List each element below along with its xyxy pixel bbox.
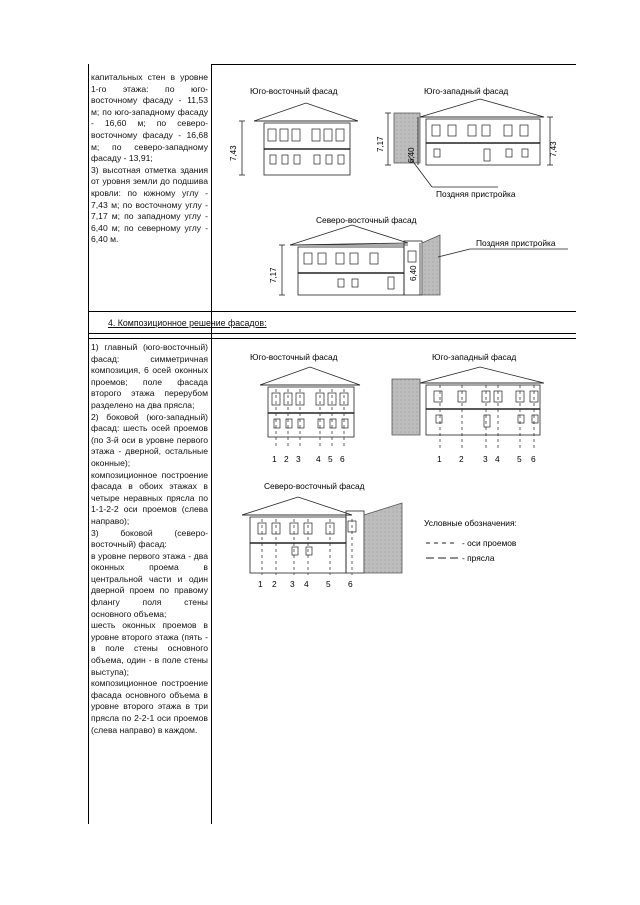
- annex-label-ne: Поздняя пристройка: [476, 238, 556, 248]
- table-left-border: [88, 64, 89, 824]
- axis-label: 2: [272, 579, 277, 589]
- facade-sw-title: Юго-западный фасад: [424, 86, 508, 96]
- composition-se-drawing: [259, 366, 361, 449]
- composition-ne-drawing: [241, 496, 403, 575]
- composition-sw-title: Юго-западный фасад: [432, 352, 516, 362]
- axis-label: 5: [326, 579, 331, 589]
- axis-label: 6: [531, 454, 536, 464]
- composition-sw-drawing: [391, 366, 545, 449]
- axis-label: 6: [348, 579, 353, 589]
- composition-ne-title: Северо-восточный фасад: [264, 481, 365, 491]
- legend-title: Условные обозначения:: [424, 518, 517, 528]
- annex-label-sw: Поздняя пристройка: [436, 189, 516, 199]
- facade-ne-drawing: [279, 224, 568, 296]
- height-north-ne: 6,40: [409, 265, 418, 281]
- axis-label: 3: [290, 579, 295, 589]
- facade-se-drawing: [239, 102, 359, 176]
- height-east-ne: 7,17: [269, 267, 278, 283]
- section-heading: 4. Композиционное решение фасадов:: [108, 318, 267, 328]
- height-drawings: Юго-восточный фасад 7,43 Юго-западный фа…: [229, 86, 568, 296]
- legend: Условные обозначения: - оси проемов - пр…: [424, 518, 517, 563]
- axis-labels-sw: 1 2 3 4 5 6: [437, 454, 536, 464]
- legend-axes-label: - оси проемов: [462, 538, 517, 548]
- axis-label: 4: [304, 579, 309, 589]
- axis-label: 4: [316, 454, 321, 464]
- table-row-divider-1: [88, 311, 576, 312]
- height-east-sw: 7,17: [376, 136, 385, 152]
- axis-label: 2: [284, 454, 289, 464]
- axis-label: 4: [495, 454, 500, 464]
- axis-label: 1: [258, 579, 263, 589]
- axis-label: 5: [517, 454, 522, 464]
- height-south-sw: 7,43: [549, 141, 558, 157]
- table-column-divider: [211, 64, 212, 824]
- facade-sw-drawing: [385, 98, 553, 188]
- axis-labels-se: 1 2 3 4 5 6: [272, 454, 345, 464]
- table-top-border: [211, 64, 576, 65]
- axis-label: 1: [272, 454, 277, 464]
- table-row-divider-2: [88, 333, 576, 334]
- facade-se-title: Юго-восточный фасад: [250, 86, 338, 96]
- section2-description: 1) главный (юго-восточный) фасад: симмет…: [91, 342, 208, 735]
- axis-label: 3: [296, 454, 301, 464]
- composition-se-title: Юго-восточный фасад: [250, 352, 338, 362]
- composition-drawings: Юго-восточный фасад 1 2: [241, 352, 545, 589]
- section1-description: капитальных стен в уровне 1-го этажа: по…: [91, 72, 208, 245]
- axis-labels-ne: 1 2 3 4 5 6: [258, 579, 353, 589]
- axis-label: 2: [459, 454, 464, 464]
- axis-label: 3: [483, 454, 488, 464]
- axis-label: 5: [328, 454, 333, 464]
- height-south-se: 7,43: [229, 145, 238, 161]
- height-west-sw: 6,40: [407, 147, 416, 163]
- facade-ne-title: Северо-восточный фасад: [316, 215, 417, 225]
- legend-bays-label: - прясла: [462, 553, 495, 563]
- axis-label: 6: [340, 454, 345, 464]
- axis-label: 1: [437, 454, 442, 464]
- table-row-divider-3: [88, 338, 576, 339]
